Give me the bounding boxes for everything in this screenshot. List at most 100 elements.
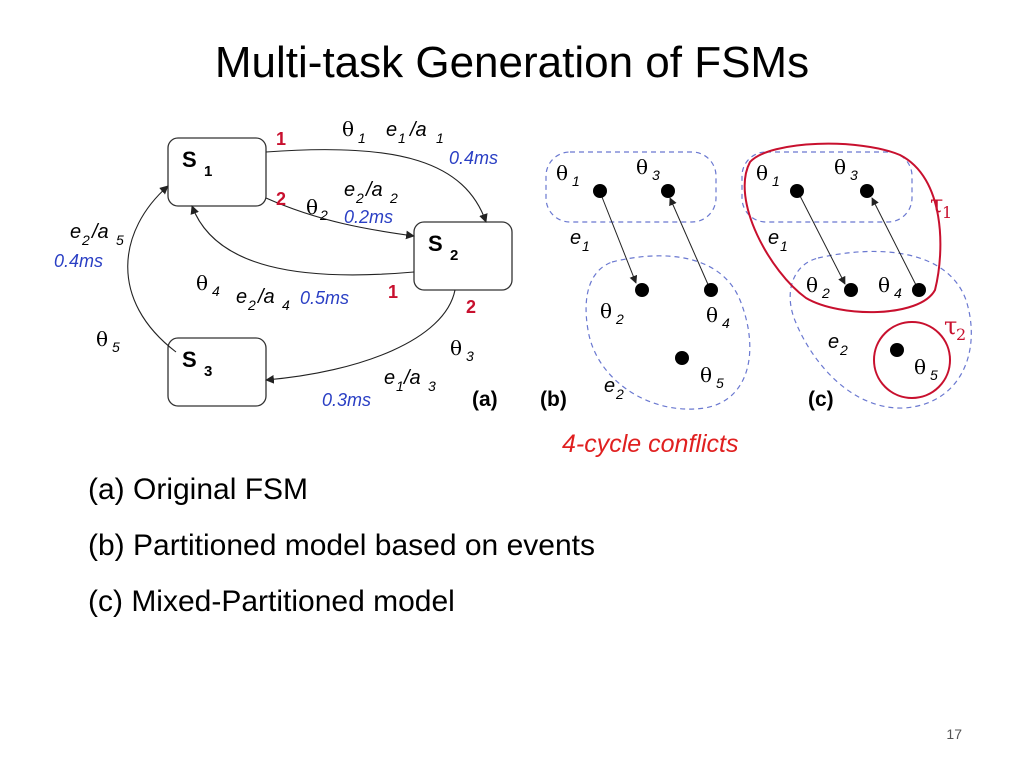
svg-text:1: 1: [772, 173, 780, 189]
group-e1-c: [741, 151, 913, 223]
svg-text:e: e: [828, 331, 839, 353]
svg-text:0.2ms: 0.2ms: [344, 207, 393, 227]
svg-text:3: 3: [652, 167, 660, 183]
group-e2: [585, 255, 751, 410]
svg-text:θ: θ: [834, 155, 846, 179]
svg-text:2: 2: [276, 189, 286, 209]
node-theta3-c: [860, 184, 874, 198]
svg-text:θ: θ: [196, 271, 208, 295]
svg-text:0.3ms: 0.3ms: [322, 390, 371, 410]
svg-text:2: 2: [247, 297, 256, 313]
svg-text:5: 5: [716, 375, 724, 391]
svg-text:2: 2: [355, 190, 364, 206]
svg-text:2: 2: [466, 297, 476, 317]
panel-a-label: (a): [472, 388, 498, 411]
svg-text:2: 2: [821, 285, 830, 301]
svg-text:0.5ms: 0.5ms: [300, 288, 349, 308]
svg-text:S: S: [182, 147, 197, 172]
svg-text:θ: θ: [706, 303, 718, 327]
svg-text:2: 2: [615, 311, 624, 327]
transition-s1-s2-theta2: [265, 197, 415, 240]
transition-s2-s1-theta4: [190, 205, 415, 276]
svg-text:2: 2: [389, 190, 398, 206]
state-s1: S 1: [167, 137, 267, 207]
svg-text:θ: θ: [914, 355, 926, 379]
svg-text:2: 2: [615, 386, 624, 402]
svg-text:θ: θ: [878, 273, 890, 297]
svg-text:2: 2: [319, 207, 328, 223]
slide-title: Multi-task Generation of FSMs: [214, 38, 810, 87]
svg-text:e: e: [570, 227, 581, 249]
svg-text:θ: θ: [806, 273, 818, 297]
svg-text:5: 5: [112, 339, 120, 355]
page-number: 17: [946, 726, 962, 742]
task-tau1-boundary: [743, 142, 942, 314]
bullet-item: (c) Mixed-Partitioned model: [88, 585, 455, 618]
svg-text:0.4ms: 0.4ms: [449, 148, 498, 168]
node-theta1: [593, 184, 607, 198]
svg-text:2: 2: [956, 325, 966, 344]
svg-text:5: 5: [930, 367, 938, 383]
svg-text:e: e: [344, 179, 355, 201]
svg-text:S: S: [182, 347, 197, 372]
svg-text:3: 3: [466, 348, 474, 364]
svg-text:4: 4: [212, 283, 220, 299]
svg-text:0.4ms: 0.4ms: [54, 251, 103, 271]
state-s3: S 3: [167, 337, 267, 407]
state-s2: S 2: [413, 221, 513, 291]
svg-text:/a: /a: [402, 367, 421, 389]
svg-text:θ: θ: [636, 155, 648, 179]
svg-text:θ: θ: [600, 299, 612, 323]
panel-b-label: (b): [540, 388, 567, 411]
svg-text:4: 4: [894, 285, 902, 301]
svg-text:2: 2: [839, 342, 848, 358]
task-tau1-label: τ: [930, 190, 943, 218]
fsm-diagram: S 1 S 2 S 3 1 θ 1 e 1 /a 1 0.4ms 2 θ 2 e: [54, 117, 972, 411]
svg-text:1: 1: [942, 203, 952, 222]
svg-text:e: e: [236, 286, 247, 308]
conflict-caption: 4-cycle conflicts: [562, 430, 739, 458]
panel-b: θ 1 θ 3 θ 2 θ 4 θ 5 e 1 e 2 (b): [540, 151, 751, 411]
svg-text:/a: /a: [364, 179, 383, 201]
svg-text:S: S: [428, 231, 443, 256]
group-e2-c: [789, 250, 972, 409]
priority-label: 1: [276, 129, 286, 149]
svg-text:e: e: [604, 375, 615, 397]
task-tau2-label: τ: [944, 312, 957, 340]
svg-text:2: 2: [450, 247, 458, 264]
svg-text:1: 1: [396, 378, 404, 394]
svg-text:3: 3: [428, 378, 436, 394]
node-theta3: [661, 184, 675, 198]
svg-text:3: 3: [850, 167, 858, 183]
svg-text:e: e: [70, 221, 81, 243]
svg-text:3: 3: [204, 363, 212, 380]
node-theta4-c: [912, 283, 926, 297]
svg-text:/a: /a: [408, 119, 427, 141]
node-theta5-c: [890, 343, 904, 357]
svg-text:e: e: [768, 227, 779, 249]
node-theta1-c: [790, 184, 804, 198]
svg-text:θ: θ: [342, 117, 354, 141]
svg-text:1: 1: [204, 163, 212, 180]
svg-text:1: 1: [572, 173, 580, 189]
svg-text:θ: θ: [756, 161, 768, 185]
svg-text:θ: θ: [306, 195, 318, 219]
svg-text:5: 5: [116, 232, 124, 248]
svg-text:1: 1: [358, 130, 366, 146]
bullet-item: (b) Partitioned model based on events: [88, 529, 595, 562]
svg-text:/a: /a: [90, 221, 109, 243]
svg-text:1: 1: [436, 130, 444, 146]
svg-text:2: 2: [81, 232, 90, 248]
svg-text:/a: /a: [256, 286, 275, 308]
svg-text:1: 1: [780, 238, 788, 254]
svg-text:1: 1: [388, 282, 398, 302]
transition-s3-s1-theta5: [127, 185, 177, 353]
svg-text:θ: θ: [556, 161, 568, 185]
svg-text:e: e: [384, 367, 395, 389]
svg-text:1: 1: [582, 238, 590, 254]
task-tau2-boundary: [873, 321, 951, 399]
panel-a: S 1 S 2 S 3 1 θ 1 e 1 /a 1 0.4ms 2 θ 2 e: [54, 117, 513, 411]
bullet-item: (a) Original FSM: [88, 473, 309, 506]
svg-text:4: 4: [722, 315, 730, 331]
node-theta2-c: [844, 283, 858, 297]
